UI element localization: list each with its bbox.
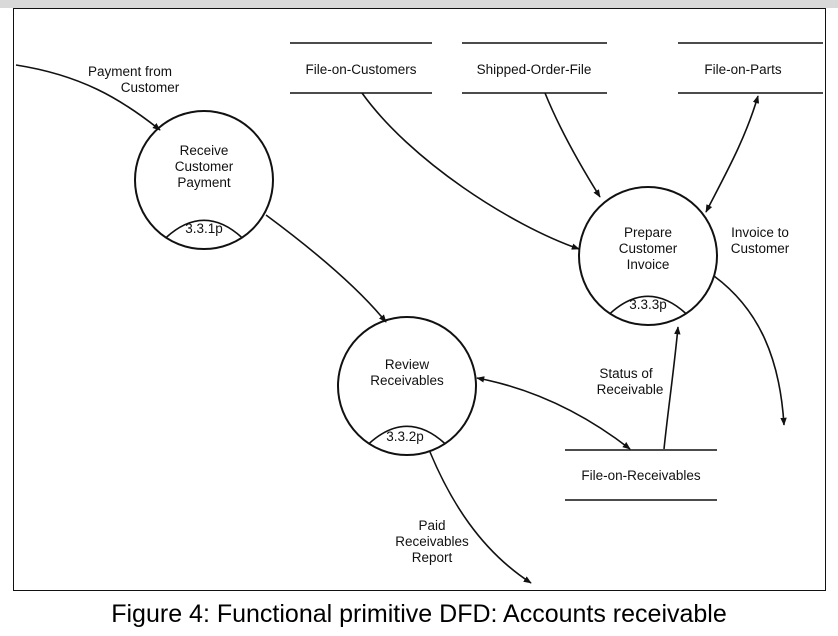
flow-label-invoice: Customer (731, 241, 790, 256)
flow-review-receivables-arrow (476, 376, 631, 450)
flow-parts-prepare-arrow (705, 95, 760, 213)
data-store-file-on-customers: File-on-Customers (290, 42, 432, 94)
flow-label-report: Receivables (395, 534, 469, 549)
flow-payment-arrow (15, 64, 161, 131)
process-label: Receivables (370, 373, 444, 388)
flow-label-report: Paid (418, 518, 445, 533)
process-label: Customer (619, 241, 678, 256)
data-store-file-on-parts: File-on-Parts (678, 42, 823, 94)
flow-label-payment: Payment from (88, 64, 172, 79)
store-label-file-on-parts: File-on-Parts (704, 62, 782, 77)
process-review-receivables: Review Receivables 3.3.2p (337, 316, 477, 456)
process-label: Receive (180, 143, 229, 158)
flow-shipped-to-prepare-arrow (544, 92, 601, 198)
data-store-shipped-order-file: Shipped-Order-File (462, 42, 607, 94)
process-label: Invoice (627, 257, 670, 272)
diagram-frame (13, 8, 826, 591)
store-label-file-on-customers: File-on-Customers (305, 62, 416, 77)
process-label: Customer (175, 159, 234, 174)
data-store-file-on-receivables: File-on-Receivables (565, 449, 717, 501)
process-label: Payment (177, 175, 231, 190)
process-receive-customer-payment: Receive Customer Payment 3.3.1p (134, 110, 274, 250)
store-label-file-on-receivables: File-on-Receivables (581, 468, 701, 483)
flow-customers-to-prepare-arrow (361, 92, 580, 250)
flow-label-status: Receivable (597, 382, 664, 397)
process-number: 3.3.3p (629, 297, 667, 312)
flow-status-arrow (663, 326, 681, 450)
flow-label-report: Report (412, 550, 453, 565)
top-band (0, 0, 838, 8)
process-prepare-customer-invoice: Prepare Customer Invoice 3.3.3p (578, 186, 718, 326)
flow-report-arrow (429, 451, 532, 584)
process-number: 3.3.2p (386, 429, 424, 444)
figure-caption: Figure 4: Functional primitive DFD: Acco… (111, 600, 727, 628)
process-label: Prepare (624, 225, 672, 240)
flow-label-status: Status of (599, 366, 653, 381)
flow-label-payment: Customer (121, 80, 180, 95)
process-label: Review (385, 357, 430, 372)
flow-receive-to-review-arrow (265, 214, 387, 323)
flow-label-invoice: Invoice to (731, 225, 789, 240)
flow-invoice-arrow (713, 275, 787, 426)
store-label-shipped-order-file: Shipped-Order-File (477, 62, 592, 77)
process-number: 3.3.1p (185, 221, 223, 236)
